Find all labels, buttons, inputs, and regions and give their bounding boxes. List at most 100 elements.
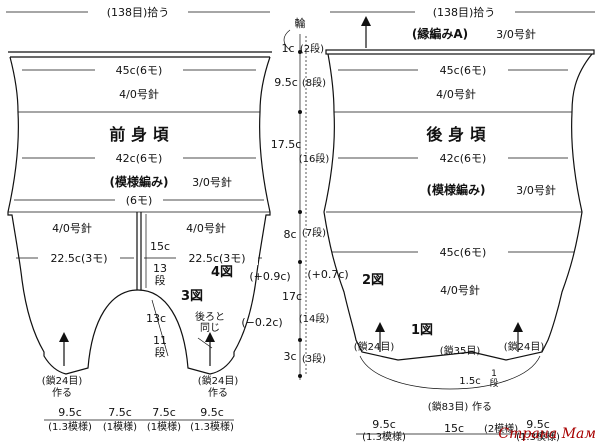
back-mid-width: 42c(6モ) [440, 152, 487, 165]
bottom-back-mo-3: (1.3模様) [516, 430, 560, 443]
bottom-back-cm-1: 9.5c [372, 418, 396, 431]
back-chain-right: (鎖24目) [504, 340, 545, 353]
front-six-mo-bg [115, 193, 163, 207]
watermark: Страна Мам [498, 426, 596, 442]
front-top-width-bg [95, 63, 183, 77]
front-make-left: 作る [52, 387, 72, 399]
back-fig1: 1図 [411, 323, 433, 338]
back-chain-bottom: (鎖83目) [428, 400, 469, 413]
bottom-back-mo-2: (2模様) [484, 422, 518, 435]
center-d5r: (14段) [299, 312, 330, 325]
back-dimensions [332, 63, 574, 259]
back-direction-arrows [361, 16, 523, 352]
center-d5: 17c [282, 290, 302, 303]
front-mid-width-bg [95, 151, 183, 165]
front-mid-width: 42c(6モ) [116, 152, 163, 165]
same-as-back-leader [197, 337, 213, 349]
back-bottom-chain-curve [359, 355, 541, 390]
center-plus2: (+0.7c) [307, 268, 348, 281]
back-arrow-right-head [513, 322, 523, 332]
center-tick-3 [298, 210, 302, 214]
bottom-front-cm-4: 9.5c [200, 406, 224, 419]
center-top-brace [283, 29, 291, 51]
back-silhouette [323, 53, 593, 361]
center-d4r: (7段) [302, 226, 326, 239]
bottom-back-cm-2: 15c [444, 422, 464, 435]
center-tick-4 [298, 260, 302, 264]
back-pickup-label-bg [415, 5, 515, 19]
center-tick-1 [298, 50, 302, 54]
center-plus1: (+0.9c) [249, 270, 290, 283]
front-fig3: 3図 [181, 289, 203, 304]
back-top-width: 45c(6モ) [440, 64, 487, 77]
bottom-front-cm-2: 7.5c [108, 406, 132, 419]
back-chain-mid: (鎖35目) [440, 344, 481, 357]
center-d2r: (8段) [302, 76, 326, 89]
back-fig2: 2図 [362, 273, 384, 288]
center-d1: 1c [281, 42, 294, 55]
back-mid-width-bg [418, 151, 508, 165]
bottom-back-mo-1: (1.3模様) [362, 430, 406, 443]
front-needle-top: 4/0号針 [119, 87, 159, 101]
front-make-right: 作る [208, 387, 228, 399]
back-body-outline [323, 49, 595, 390]
bottom-front-mo-2: (1模様) [103, 420, 137, 433]
front-right-width-bg [176, 251, 258, 265]
front-dimensions [14, 63, 264, 357]
back-needle-top: 4/0号針 [436, 87, 476, 101]
center-tick-6 [298, 374, 302, 378]
back-pickup-label: (138目)拾う [433, 5, 496, 19]
front-chain-left: (鎖24目) [42, 374, 83, 387]
bottom-front-cm-1: 9.5c [58, 406, 82, 419]
back-needle-pattern: 3/0号針 [516, 183, 556, 197]
center-d6r: (3段) [302, 352, 326, 365]
back-arrow-top-head [361, 16, 371, 26]
front-needle-right: 4/0号針 [186, 221, 226, 235]
center-tick-5 [298, 338, 302, 342]
center-wa: 輪 [295, 16, 306, 30]
front-needle-left: 4/0号針 [52, 221, 92, 235]
front-needle-pattern: 3/0号針 [192, 175, 232, 189]
front-title: 前 身 頃 [109, 125, 169, 144]
bottom-front-mo-4: (1.3模様) [190, 420, 234, 433]
back-title: 後 身 頃 [426, 125, 486, 144]
back-pattern-label: (模様編み) [427, 182, 486, 197]
front-arrow-right-head [205, 332, 215, 342]
front-six-mo: (6モ) [126, 194, 153, 207]
center-tick-2 [298, 110, 302, 114]
front-pickup-label-bg [88, 5, 188, 19]
bottom-front-mo-1: (1.3模様) [48, 420, 92, 433]
back-needle-low: 4/0号針 [440, 283, 480, 297]
front-fig4: 4図 [211, 265, 233, 280]
center-dimension-column [283, 29, 307, 380]
top-dimension-lines [6, 5, 595, 19]
front-right-width: 22.5c(3モ) [188, 252, 245, 265]
front-same-as-back: 後ろと同じ [195, 310, 225, 334]
back-top-width-bg [418, 63, 508, 77]
back-low-width-bg [418, 245, 508, 259]
center-d6: 3c [283, 350, 296, 363]
bottom-front-mo-3: (1模様) [147, 420, 181, 433]
back-arrow-left-head [375, 322, 385, 332]
front-arrow-left-head [59, 332, 69, 342]
back-ribbing-band [325, 49, 595, 55]
front-left-width-bg [38, 251, 120, 265]
center-d2: 9.5c [274, 76, 298, 89]
front-top-width: 45c(6モ) [116, 64, 163, 77]
center-d1r: (2段) [300, 42, 324, 55]
back-needle-ribbing: 3/0号針 [496, 27, 536, 41]
bottom-front-cm-3: 7.5c [152, 406, 176, 419]
center-d4: 8c [283, 228, 296, 241]
center-d3r: (16段) [299, 152, 330, 165]
bottom-back-cm-3: 9.5c [526, 418, 550, 431]
front-left-width: 22.5c(3モ) [50, 252, 107, 265]
front-direction-arrows [59, 332, 215, 366]
back-low-width: 45c(6モ) [440, 246, 487, 259]
center-d3: 17.5c [271, 138, 302, 151]
back-make-bottom: 作る [472, 401, 492, 413]
front-center-cm: 15c [150, 240, 170, 253]
